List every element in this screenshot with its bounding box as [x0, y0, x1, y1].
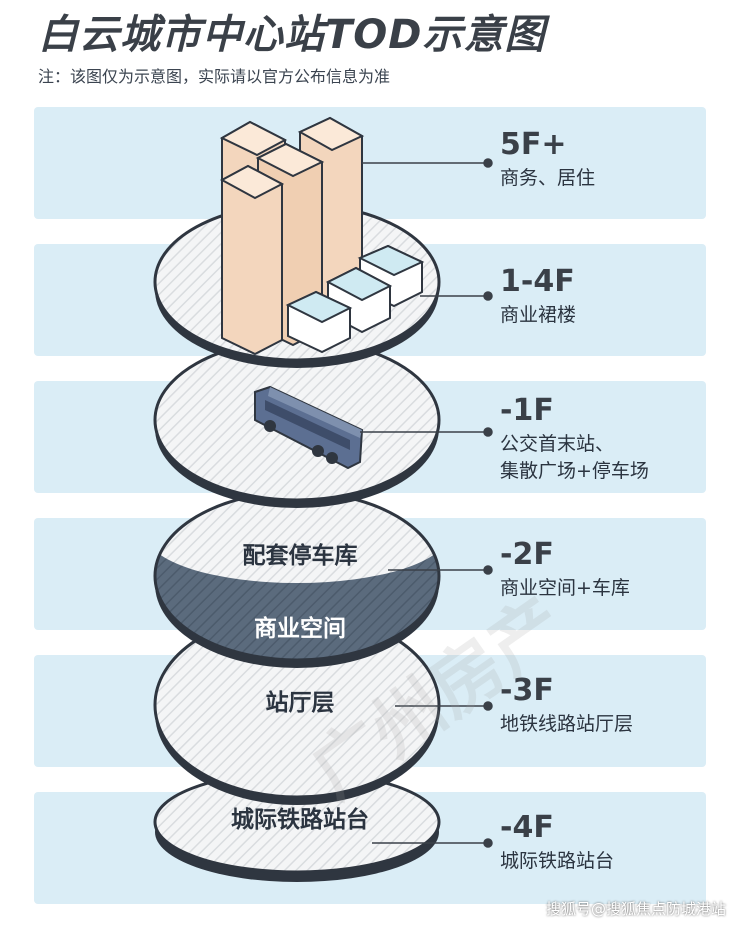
floor-desc: 商业空间+车库	[500, 577, 630, 599]
level-1-4f: 1-4F 商业裙楼	[500, 264, 576, 329]
level-b3: -3F 地铁线路站厅层	[500, 673, 633, 738]
floor-desc: 商务、居住	[500, 167, 596, 189]
floor-label: -1F	[500, 393, 554, 428]
disc-label-concourse: 站厅层	[265, 690, 335, 716]
floor-label: -4F	[500, 810, 554, 845]
floor-label: -2F	[500, 537, 554, 572]
floor-label: 5F+	[500, 127, 567, 162]
bus-icon	[254, 385, 364, 470]
level-5f: 5F+ 商务、居住	[500, 127, 595, 192]
floor-desc: 公交首末站、	[500, 433, 615, 455]
leader-lines	[360, 158, 493, 848]
disclaimer-note: 注：该图仅为示意图，实际请以官方公布信息为准	[38, 67, 391, 86]
disc-platform	[153, 770, 441, 882]
level-b4: -4F 城际铁路站台	[500, 810, 614, 875]
podium-cubes	[285, 244, 425, 354]
floor-desc: 城际铁路站台	[500, 850, 615, 872]
disc-label-commercial: 商业空间	[254, 616, 346, 642]
disc-b2	[153, 490, 441, 668]
page-title: 白云城市中心站TOD示意图	[38, 12, 546, 58]
source-credit: 搜狐号@搜狐焦点防城港站	[545, 900, 726, 918]
floor-label: 1-4F	[500, 264, 575, 299]
disc-label-platform: 城际铁路站台	[231, 807, 369, 833]
disc-concourse	[153, 611, 441, 805]
level-b2: -2F 商业空间+车库	[500, 537, 630, 602]
level-b1: -1F 公交首末站、 集散广场+停车场	[500, 393, 649, 485]
floor-desc: 集散广场+停车场	[500, 460, 649, 482]
disc-label-parking: 配套停车库	[242, 543, 358, 569]
floor-desc: 地铁线路站厅层	[500, 713, 634, 735]
floor-desc: 商业裙楼	[500, 304, 577, 326]
office-towers	[219, 116, 365, 356]
floor-label: -3F	[500, 673, 554, 708]
